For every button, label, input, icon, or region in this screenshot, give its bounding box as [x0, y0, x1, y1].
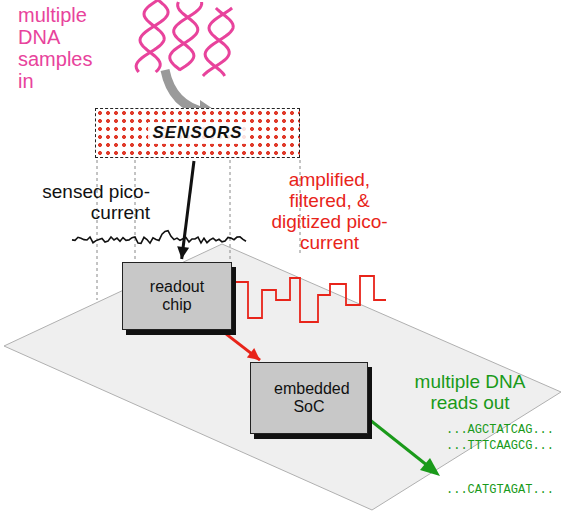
board-plane — [4, 244, 561, 510]
chip-box: readout chip — [122, 262, 232, 330]
signal-arrow — [223, 332, 260, 360]
dna-helices — [136, 0, 233, 76]
annotation: sensed pico-current — [22, 182, 150, 224]
arrow-head — [177, 246, 189, 259]
dna-read: ...AGCTATCAG... — [446, 424, 562, 437]
sensor-array: SENSORS — [95, 108, 300, 158]
connector-line — [223, 332, 260, 360]
node-label: SENSORS — [148, 122, 246, 144]
dna-strand — [174, 2, 202, 70]
chip-box: embedded SoC — [250, 362, 368, 434]
digitized-signal — [222, 276, 386, 322]
annotation: amplified, filtered, & digitized pico-cu… — [262, 170, 397, 254]
dna-strand — [205, 8, 233, 76]
connector-line — [182, 161, 194, 259]
input-arrow — [165, 70, 205, 112]
arrow-head — [247, 348, 260, 360]
dna-strand — [170, 2, 198, 70]
dna-read: ...TTTCAAGCG... — [446, 440, 562, 453]
node-label: embedded SoC — [274, 380, 344, 417]
output-arrow — [370, 420, 428, 466]
node-label: readout chip — [142, 278, 212, 315]
annotation: multiple DNA samples in — [18, 4, 110, 92]
dna-read: ...CATGTAGAT... — [446, 484, 562, 497]
annotation: multiple DNA reads out — [390, 372, 550, 414]
dna-strand — [136, 0, 164, 72]
output-arrow-head — [420, 458, 440, 476]
signal-arrow — [177, 161, 194, 259]
sensed-signal — [72, 231, 246, 244]
